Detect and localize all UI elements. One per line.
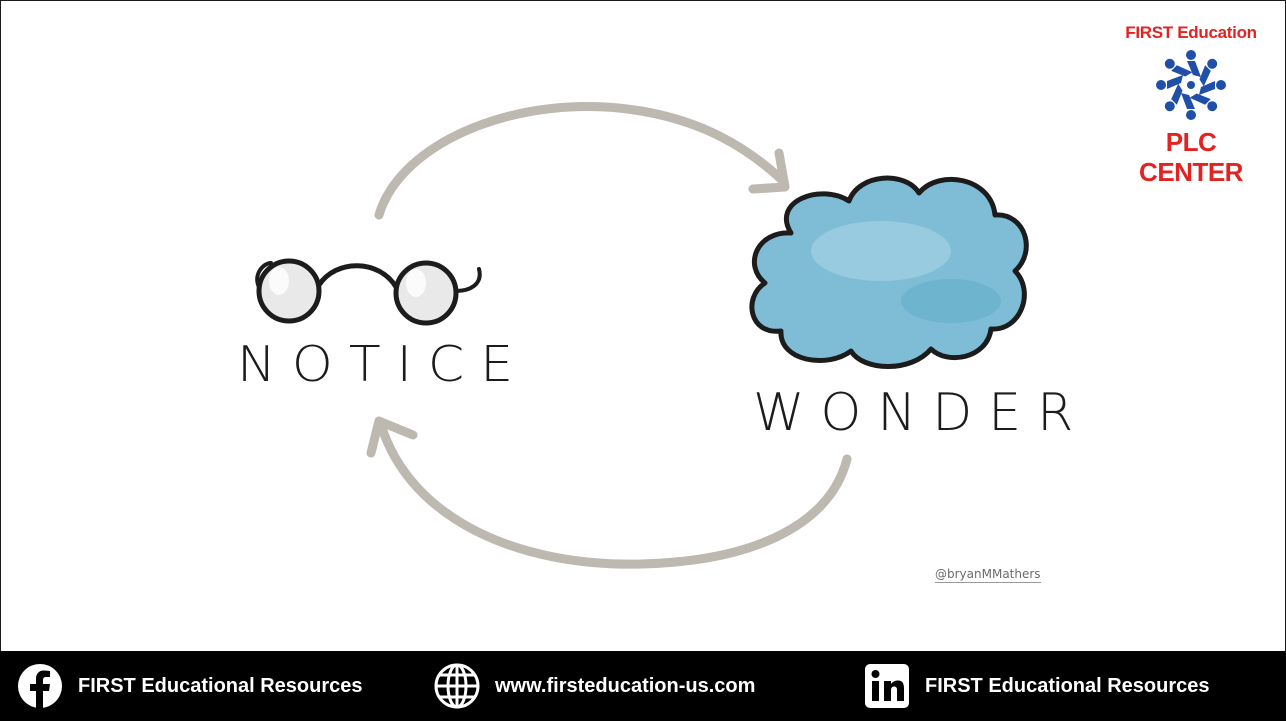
footer-linkedin-link[interactable]: FIRST Educational Resources [863, 651, 1210, 721]
plc-center-logo: FIRST Education [1111, 23, 1271, 187]
footer-facebook-label: FIRST Educational Resources [78, 674, 363, 697]
linkedin-icon [865, 664, 909, 708]
people-circle-icon [1156, 50, 1226, 120]
footer-website-label: www.firsteducation-us.com [495, 674, 756, 697]
slide-canvas: NOTICE WONDER @bryanMMathers FIRST Educa… [0, 0, 1286, 651]
glasses-icon [255, 258, 482, 326]
globe-icon [434, 663, 480, 709]
footer-website-link[interactable]: www.firsteducation-us.com [433, 651, 755, 721]
notice-label: NOTICE [237, 336, 530, 394]
footer-linkedin-label: FIRST Educational Resources [925, 674, 1210, 697]
artist-credit: @bryanMMathers [935, 567, 1041, 583]
logo-bottom-text: PLC CENTER [1139, 127, 1243, 187]
wonder-label: WONDER [753, 383, 1090, 443]
notice-wonder-illustration [255, 102, 1029, 569]
footer-bar: FIRST Educational Resources www.firstedu… [0, 651, 1286, 721]
facebook-icon [18, 664, 62, 708]
cycle-arrow-icon [366, 102, 852, 569]
cloud-icon [749, 175, 1029, 369]
logo-top-text: FIRST Education [1125, 23, 1257, 42]
footer-facebook-link[interactable]: FIRST Educational Resources [16, 651, 363, 721]
